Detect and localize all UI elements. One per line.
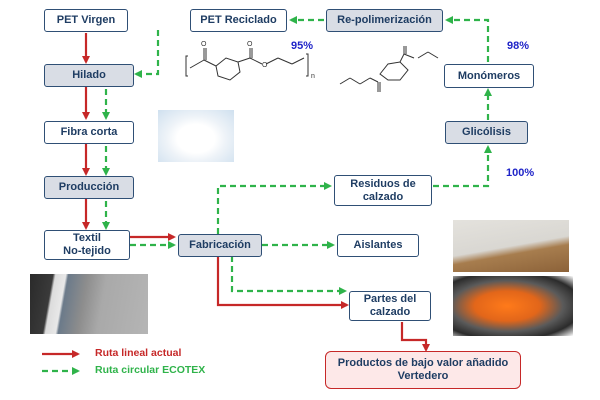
fiber-photo: [158, 110, 234, 162]
pct-glicolisis: 100%: [506, 167, 535, 179]
arrow-green-monomeros-repolimerizacion: [445, 16, 490, 62]
node-monomeros: Monómeros: [444, 64, 534, 88]
node-aislantes: Aislantes: [337, 234, 419, 257]
node-hilado: Hilado: [44, 64, 134, 87]
node-textil: Textil No-tejido: [44, 230, 130, 260]
node-residuos: Residuos de calzado: [334, 175, 432, 206]
arrow-red-partes-productos: [400, 322, 430, 352]
shoe-photo: [453, 276, 573, 336]
legend-circular-label: Ruta circular ECOTEX: [95, 364, 206, 376]
arrow-green-residuos-glicolisis: [433, 145, 492, 188]
node-pet-virgen: PET Virgen: [44, 9, 128, 32]
node-pet-reciclado: PET Reciclado: [190, 9, 287, 32]
arrow-green-fabricacion-partes: [230, 256, 347, 295]
formula-subscript-n: n: [311, 73, 315, 80]
node-glicolisis: Glicólisis: [445, 121, 528, 144]
node-fibra-corta: Fibra corta: [44, 121, 134, 144]
insulation-photo: [453, 220, 569, 272]
arrow-green-fabricacion-residuos: [216, 182, 332, 234]
node-partes: Partes del calzado: [349, 291, 431, 321]
node-produccion: Producción: [44, 176, 134, 199]
node-fabricacion: Fabricación: [178, 234, 262, 257]
legend-lineal-label: Ruta lineal actual: [95, 347, 182, 359]
arrow-red-fabricacion-partes: [216, 256, 349, 309]
nonwoven-textile-photo: [30, 274, 148, 334]
arrow-green-reciclado-hilado: [134, 30, 160, 78]
pct-reciclado: 95%: [291, 40, 314, 52]
node-productos: Productos de bajo valor añadido Verteder…: [325, 351, 521, 389]
pct-monomeros: 98%: [507, 40, 530, 52]
node-repolimerizacion: Re-polimerización: [326, 9, 443, 32]
